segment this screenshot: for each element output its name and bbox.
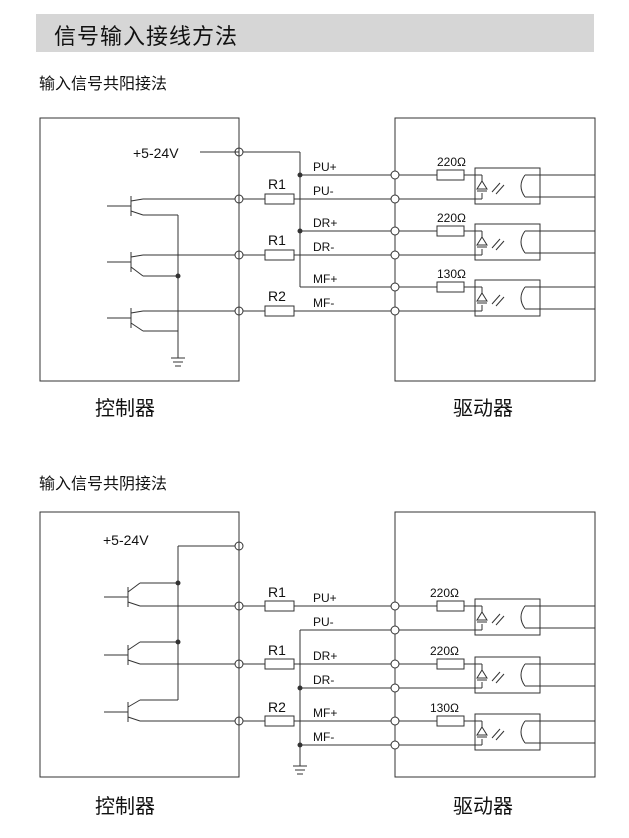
controller-transistor-3 <box>107 308 235 332</box>
controller-transistor-2 <box>104 641 235 665</box>
terminal-supply <box>234 541 244 551</box>
resistor-label: R2 <box>268 288 286 304</box>
minus-line-3 <box>234 305 395 317</box>
controller-transistor-2 <box>107 252 235 277</box>
driver-channel-2 <box>399 656 595 694</box>
common-anode-diagram: +5-24V R1 R1 R2 PU+ PU- DR+ DR- MF+ MF- <box>39 117 596 420</box>
controller-caption: 控制器 <box>95 794 155 818</box>
section-header: 信号输入接线方法 <box>36 14 594 52</box>
driver-box <box>394 117 596 382</box>
signal-label: DR- <box>313 240 334 254</box>
signal-label: MF+ <box>313 272 337 286</box>
driver-box <box>394 511 596 778</box>
controller-transistor-1 <box>107 196 235 216</box>
controller-box <box>39 511 240 778</box>
driver-caption: 驱动器 <box>453 794 513 818</box>
driver-channel-3 <box>399 713 595 751</box>
supply-label: +5-24V <box>133 145 179 161</box>
subtitle-common-anode: 输入信号共阳接法 <box>39 74 168 93</box>
resistor-label: R1 <box>268 584 286 600</box>
controller-transistor-1 <box>104 582 235 607</box>
series-resistor-label: 220Ω <box>437 155 466 169</box>
signal-label: DR- <box>313 673 334 687</box>
signal-label: DR+ <box>313 216 337 230</box>
signal-label: PU+ <box>313 160 337 174</box>
signal-label: PU+ <box>313 591 337 605</box>
signal-label: PU- <box>313 615 334 629</box>
driver-channel-2 <box>399 223 595 261</box>
signal-label: MF- <box>313 730 334 744</box>
ground-icon <box>293 765 307 775</box>
driver-terminals <box>390 170 400 316</box>
controller-transistor-3 <box>104 699 235 722</box>
junction-dot <box>297 742 303 748</box>
driver-channel-1 <box>399 598 595 636</box>
driver-caption: 驱动器 <box>453 396 513 420</box>
subtitle-common-cathode: 输入信号共阴接法 <box>39 474 168 493</box>
series-resistor-label: 220Ω <box>437 211 466 225</box>
section-title: 信号输入接线方法 <box>54 25 239 50</box>
minus-line-1 <box>234 193 395 205</box>
resistor-label: R1 <box>268 176 286 192</box>
junction-dot <box>297 685 303 691</box>
signal-label: DR+ <box>313 649 337 663</box>
plus-line-1 <box>234 600 395 612</box>
signal-label: MF+ <box>313 706 337 720</box>
resistor-label: R1 <box>268 232 286 248</box>
driver-channel-1 <box>399 167 595 205</box>
controller-caption: 控制器 <box>95 396 155 420</box>
junction-dot <box>175 273 181 279</box>
series-resistor-label: 130Ω <box>437 267 466 281</box>
series-resistor-label: 220Ω <box>430 586 459 600</box>
series-resistor-label: 220Ω <box>430 644 459 658</box>
signal-label: PU- <box>313 184 334 198</box>
driver-channel-3 <box>399 279 595 317</box>
ground-icon <box>171 357 185 367</box>
resistor-label: R1 <box>268 642 286 658</box>
supply-label: +5-24V <box>103 532 149 548</box>
series-resistor-label: 130Ω <box>430 701 459 715</box>
controller-box <box>39 117 240 382</box>
resistor-label: R2 <box>268 699 286 715</box>
signal-label: MF- <box>313 296 334 310</box>
